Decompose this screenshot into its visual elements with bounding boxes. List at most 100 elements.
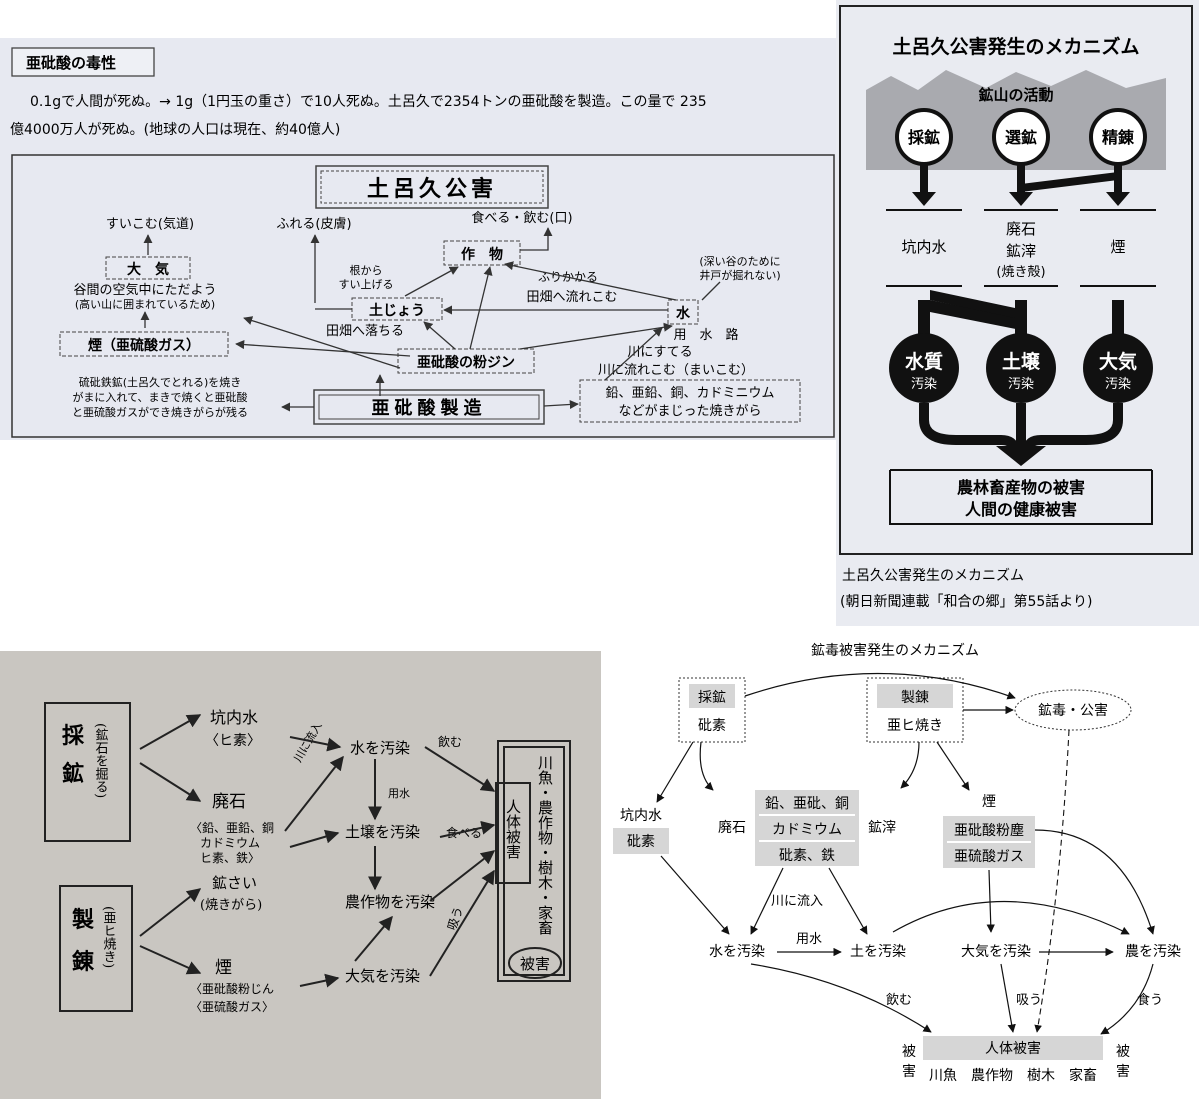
poison-node [1014,689,1132,731]
hw-air-poll: 大気を汚染 [345,967,420,985]
smoke-line2: 亜硫酸ガス [954,849,1024,865]
pollution-soil: 土壌 汚染 [986,333,1056,403]
merge-arrow-head [996,446,1046,466]
touch-label: ふれる(皮膚) [276,216,351,232]
hw-smoke-l2: 〈亜硫酸ガス〉 [190,999,274,1014]
stage-mining: 採鉱 [895,108,953,166]
hw-slag: 鉱さい [212,874,257,892]
hw-damage: 被害 [520,955,550,973]
toxicity-paragraph-line1: 0.1gで人間が死ぬ。→ 1g（1円玉の重さ）で10人死ぬ。土呂久で2354トン… [30,94,707,110]
stage-dressing: 選鉱 [992,108,1050,166]
hw-inhale: 吸う [445,905,466,932]
smoke-line1: 亜砒酸粉塵 [954,822,1024,839]
inhale-label: 吸う [1016,993,1042,1008]
irrigation-label: 用 水 路 [673,327,738,343]
poison-title: 鉱毒被害発生のメカニズム [811,642,979,659]
root-line2: すい上げる [339,278,394,291]
smelting-label: 製錬 [901,690,929,706]
poison-arrows [656,672,1155,1035]
hw-soil-poll: 土壌を汚染 [345,823,420,841]
hw-waste-l1: 〈鉛、亜鉛、銅 [190,821,274,835]
mine-poison-diagram: 鉱毒被害発生のメカニズム 採鉱 砒素 製錬 亜ヒ焼き 鉱毒・公害 坑内水 砒素 … [613,642,1181,1084]
river-flow-label: 川に流れこむ（まいこむ） [598,363,754,378]
smelting-box [59,885,133,1012]
mining-node [678,677,746,743]
eat-label: 食べる・飲む(口) [471,210,572,226]
mechanism-title: 土呂久公害発生のメカニズム [892,35,1139,58]
water-poll-label: 水を汚染 [709,944,765,960]
hw-waste-l3: ヒ素、鉄〉 [200,850,260,865]
manufacture-label: 亜砒酸製造 [372,397,487,419]
pollution-water: 水質 汚染 [889,333,959,403]
mining-label: 採鉱 [698,689,726,706]
flow-field-label: 田畑へ流れこむ [526,290,617,305]
agri-poll-label: 農を汚染 [1125,944,1181,960]
diagram-arrows [140,227,721,412]
svg-text:精錬: 精錬 [1102,128,1135,147]
discard-label: 川にすてる [627,345,692,360]
water-box [667,299,699,325]
mine-water-sub: 砒素 [627,834,655,850]
hw-slag-sub: (焼きがら) [200,898,262,913]
mining-sub: (鉱石を掘る) [93,723,109,798]
svg-text:汚染: 汚染 [911,377,937,392]
diagram-frame [11,154,835,438]
mine-water-box [613,828,669,854]
mechanism-frame [839,5,1193,555]
svg-text:汚染: 汚染 [1105,377,1131,392]
svg-text:水質: 水質 [905,350,943,373]
irrig-label: 用水 [796,932,822,947]
residue-line1: 鉛、亜鉛、銅、カドミニウム [605,386,774,401]
inhale-label: すいこむ(気道) [106,216,194,232]
residue-box [579,379,801,423]
mining-box [44,702,131,842]
heading-box [11,47,155,77]
toroku-title: 土呂久公害 [367,176,497,202]
svg-text:汚染: 汚染 [1008,377,1034,392]
hw-irrig: 用水 [388,787,410,800]
water-label: 水 [676,305,691,322]
soil-poll-label: 土を汚染 [850,944,906,960]
valley-line2: (高い山に囲まれているため) [75,297,215,311]
air-box [105,256,191,280]
damage-left-hi: 被 [902,1044,916,1060]
ore-line2: がまに入れて、まきで焼くと亜砒酸 [72,390,247,404]
hw-crop-poll: 農作物を汚染 [345,893,435,911]
human-damage-label: 人体被害 [985,1041,1041,1057]
soil-label: 土じょう [369,302,425,319]
merge-arrows [919,403,1123,451]
river-in-label: 川に流入 [771,894,823,909]
output-slag: 鉱滓 [1006,242,1036,260]
mechanism-caption1: 土呂久公害発生のメカニズム [842,568,1024,584]
ore-line1: 硫砒鉄鉱(土呂久でとれる)を焼き [79,375,242,389]
residue-line2: などがまじった焼きがら [618,404,761,419]
damage-outer-box [497,740,571,982]
hw-waste-l2: カドミウム [200,836,260,850]
slag-label: 鉱滓 [868,819,896,836]
smoke-box [59,331,229,357]
poison-label: 鉱毒・公害 [1038,702,1108,719]
smelting-sub: 亜ヒ焼き [887,718,943,734]
hw-arrows [139,714,496,988]
mine-activity: 鉱山の活動 [978,86,1053,104]
pollution-connectors [918,290,1124,340]
ore-line3: と亜硫酸ガスができ焼きがらが残る [72,405,248,419]
hw-smoke: 煙 [215,958,232,978]
powder-box [397,348,535,374]
root-line1: 根から [350,263,383,277]
svg-text:採鉱: 採鉱 [908,128,940,147]
smelting-sub: (亜ヒ焼き) [101,906,117,968]
air-label: 大 気 [127,261,169,278]
output-smoke: 煙 [1110,238,1125,256]
crop-box [443,240,521,266]
deep-line2: 井戸が掘れない) [699,268,780,282]
toxicity-heading: 亜砒酸の毒性 [26,54,116,72]
mine-water-label: 坑内水 [620,808,662,824]
output-waste-rock: 廃石 [1006,220,1036,238]
output-slag-note: (焼き殻) [996,265,1045,280]
mining-char2: 鉱 [62,761,84,787]
smoke-label: 煙（亜硫酸ガス） [88,337,200,354]
hw-waste: 廃石 [212,792,246,812]
toroku-toxicity-panel: 亜砒酸の毒性 0.1gで人間が死ぬ。→ 1g（1円玉の重さ）で10人死ぬ。土呂久… [0,38,848,440]
result-health: 人間の健康被害 [965,500,1077,519]
